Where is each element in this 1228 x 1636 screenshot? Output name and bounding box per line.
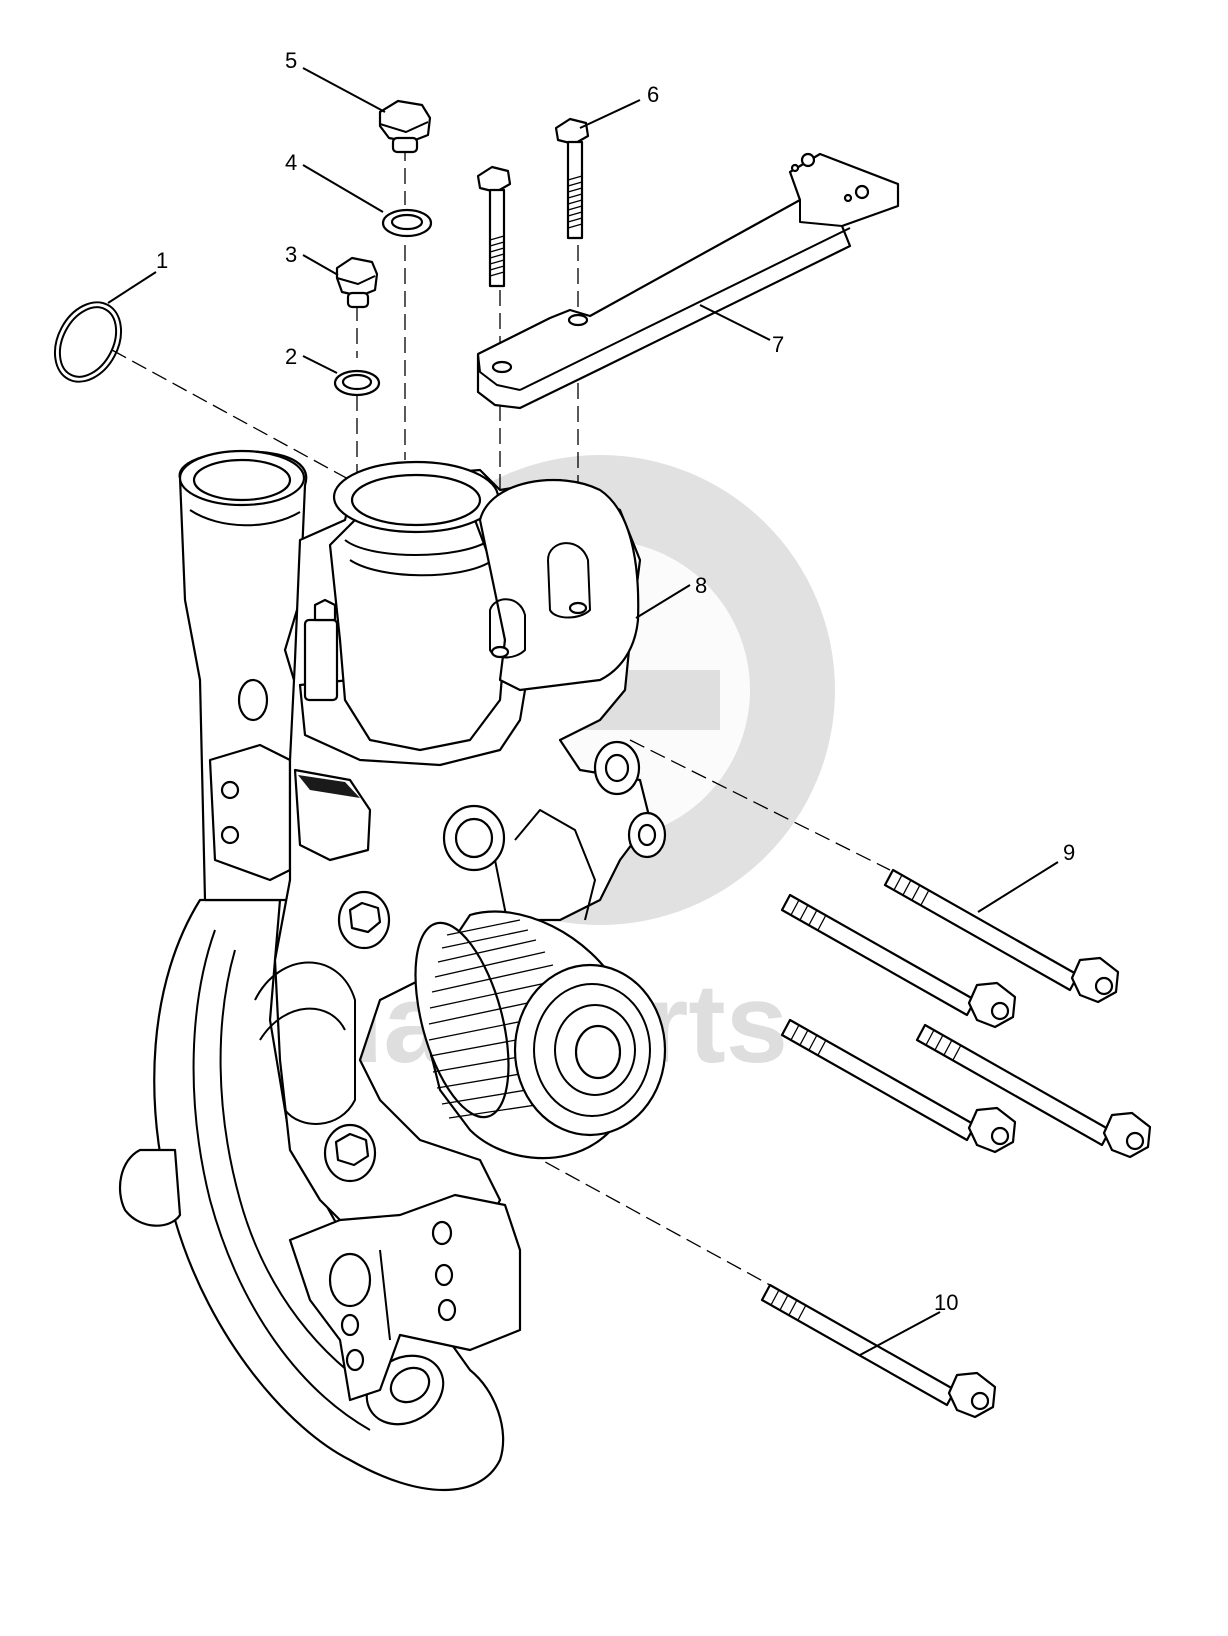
leader-3 [302, 254, 339, 276]
bolts-pump-mounting [780, 868, 1152, 1159]
bolts-bracket [476, 117, 590, 288]
leader-4 [302, 164, 384, 213]
leader-10 [859, 1311, 941, 1356]
callout-5: 5 [285, 48, 297, 73]
pump-bolt-4 [915, 1023, 1152, 1159]
callout-7: 7 [772, 332, 784, 357]
pulley [414, 910, 667, 1160]
leader-2 [302, 355, 338, 374]
leader-7 [699, 304, 771, 341]
bolt-short [476, 165, 512, 288]
o-ring [53, 301, 123, 383]
callout-labels: 1 2 3 4 5 6 7 8 9 10 [156, 48, 1075, 1315]
callout-6: 6 [647, 82, 659, 107]
pump-bolt-2 [780, 893, 1017, 1029]
flange-bolt-lower [323, 1123, 377, 1183]
leader-lines [107, 67, 1059, 1356]
bracket-bar [476, 152, 900, 410]
leader-6 [579, 99, 641, 129]
plug-large [378, 99, 432, 154]
pump-bolt-1 [883, 868, 1120, 1004]
callout-10: 10 [934, 1290, 958, 1315]
callout-9: 9 [1063, 840, 1075, 865]
plug-small [335, 256, 379, 309]
leader-9 [977, 861, 1059, 913]
sealing-washer-large [381, 208, 433, 238]
callout-8: 8 [695, 573, 707, 598]
leader-5 [302, 67, 386, 113]
callout-4: 4 [285, 150, 297, 175]
callout-2: 2 [285, 344, 297, 369]
bolt-long [554, 117, 590, 240]
sealing-washer-small [333, 369, 381, 397]
bolt-lower-long [760, 1283, 997, 1419]
flange-bolt-upper [337, 890, 391, 950]
callout-1: 1 [156, 248, 168, 273]
pump-bolt-3 [780, 1018, 1017, 1154]
callout-3: 3 [285, 242, 297, 267]
leader-1 [107, 271, 157, 304]
water-pump-assembly [118, 449, 667, 1492]
leader-8 [635, 584, 691, 619]
